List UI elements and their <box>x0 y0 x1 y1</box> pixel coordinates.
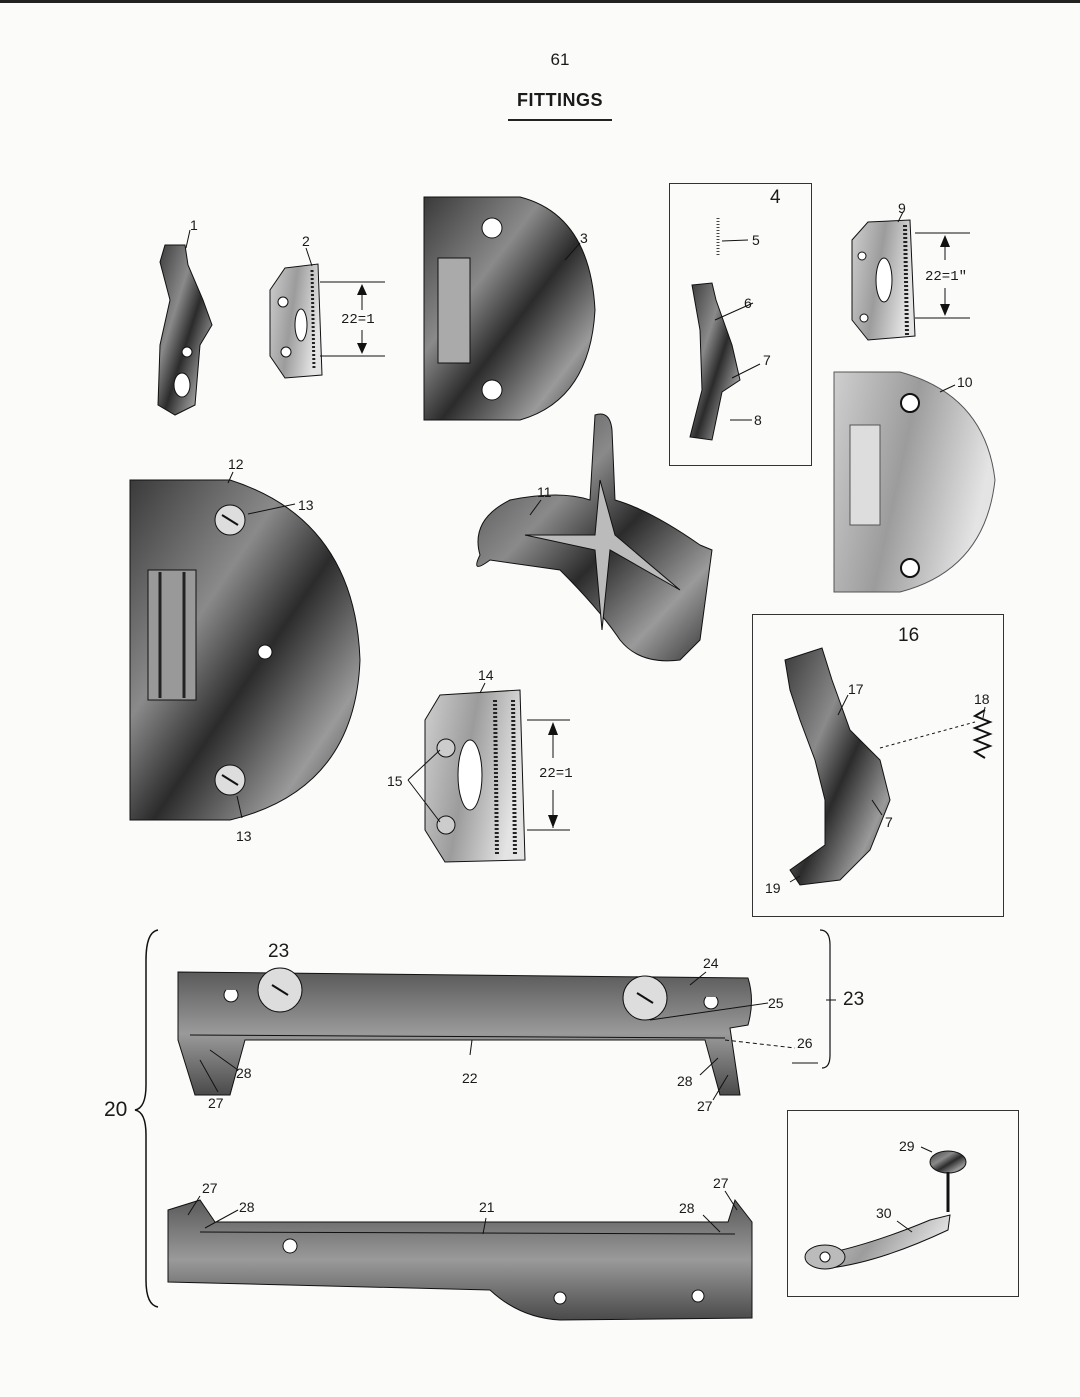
fig2-feed-dog <box>269 247 385 379</box>
label-28c: 28 <box>239 1199 255 1215</box>
fig9-feed-dog <box>851 211 970 341</box>
label-25: 25 <box>768 995 784 1011</box>
label-15: 15 <box>387 773 403 789</box>
label-22: 22 <box>462 1070 478 1086</box>
label-19: 19 <box>765 880 781 896</box>
fig21-gauge-bar <box>167 1190 753 1321</box>
label-21: 21 <box>479 1199 495 1215</box>
dimension-14: 22=1 <box>539 766 573 782</box>
label-13a: 13 <box>298 497 314 513</box>
fig1-presser-foot <box>157 229 213 416</box>
label-18: 18 <box>974 691 990 707</box>
label-20: 20 <box>104 1098 128 1121</box>
label-9: 9 <box>898 200 906 216</box>
label-23a: 23 <box>268 941 290 962</box>
label-8: 8 <box>754 412 762 428</box>
label-17: 17 <box>848 681 864 697</box>
box-fig4 <box>669 183 812 466</box>
fig16-hinged-foot <box>784 647 993 886</box>
label-6: 6 <box>744 295 752 311</box>
fig11-bobbin-tool <box>476 413 713 662</box>
label-27c: 27 <box>202 1180 218 1196</box>
fig10-throat-plate <box>833 371 996 593</box>
title-underline <box>508 119 612 121</box>
label-10: 10 <box>957 374 973 390</box>
fig22-gauge-bar <box>177 967 836 1101</box>
dimension-9: 22=1" <box>925 269 968 285</box>
fig12-throat-plate <box>129 471 361 821</box>
label-11: 11 <box>537 484 552 500</box>
dimension-2: 22=1 <box>341 312 375 328</box>
label-27d: 27 <box>713 1175 729 1191</box>
box-fig29 <box>787 1110 1019 1297</box>
label-28a: 28 <box>236 1065 252 1081</box>
label-2: 2 <box>302 233 310 249</box>
label-7b: 7 <box>885 814 893 830</box>
label-23b: 23 <box>843 989 865 1010</box>
page-title: FITTINGS <box>517 90 603 110</box>
box-fig16 <box>752 614 1004 917</box>
label-16: 16 <box>898 625 920 646</box>
label-12: 12 <box>228 456 244 472</box>
label-27a: 27 <box>208 1095 224 1111</box>
label-27b: 27 <box>697 1098 713 1114</box>
label-28b: 28 <box>677 1073 693 1089</box>
label-7a: 7 <box>763 352 771 368</box>
label-4: 4 <box>770 187 781 208</box>
label-26: 26 <box>797 1035 813 1051</box>
top-border <box>0 0 1080 3</box>
label-3: 3 <box>580 230 588 246</box>
fig3-throat-plate <box>423 196 596 421</box>
label-24: 24 <box>703 955 719 971</box>
label-5: 5 <box>752 232 760 248</box>
fig14-feed-dog <box>407 682 570 863</box>
page-number: 61 <box>550 50 570 69</box>
label-14: 14 <box>478 667 494 683</box>
fig29-30-thumbscrew-lever <box>804 1146 967 1270</box>
label-30: 30 <box>876 1205 892 1221</box>
label-13b: 13 <box>236 828 252 844</box>
label-28d: 28 <box>679 1200 695 1216</box>
label-29: 29 <box>899 1138 915 1154</box>
fig4-foot-assembly <box>689 218 761 441</box>
label-1: 1 <box>190 217 198 233</box>
